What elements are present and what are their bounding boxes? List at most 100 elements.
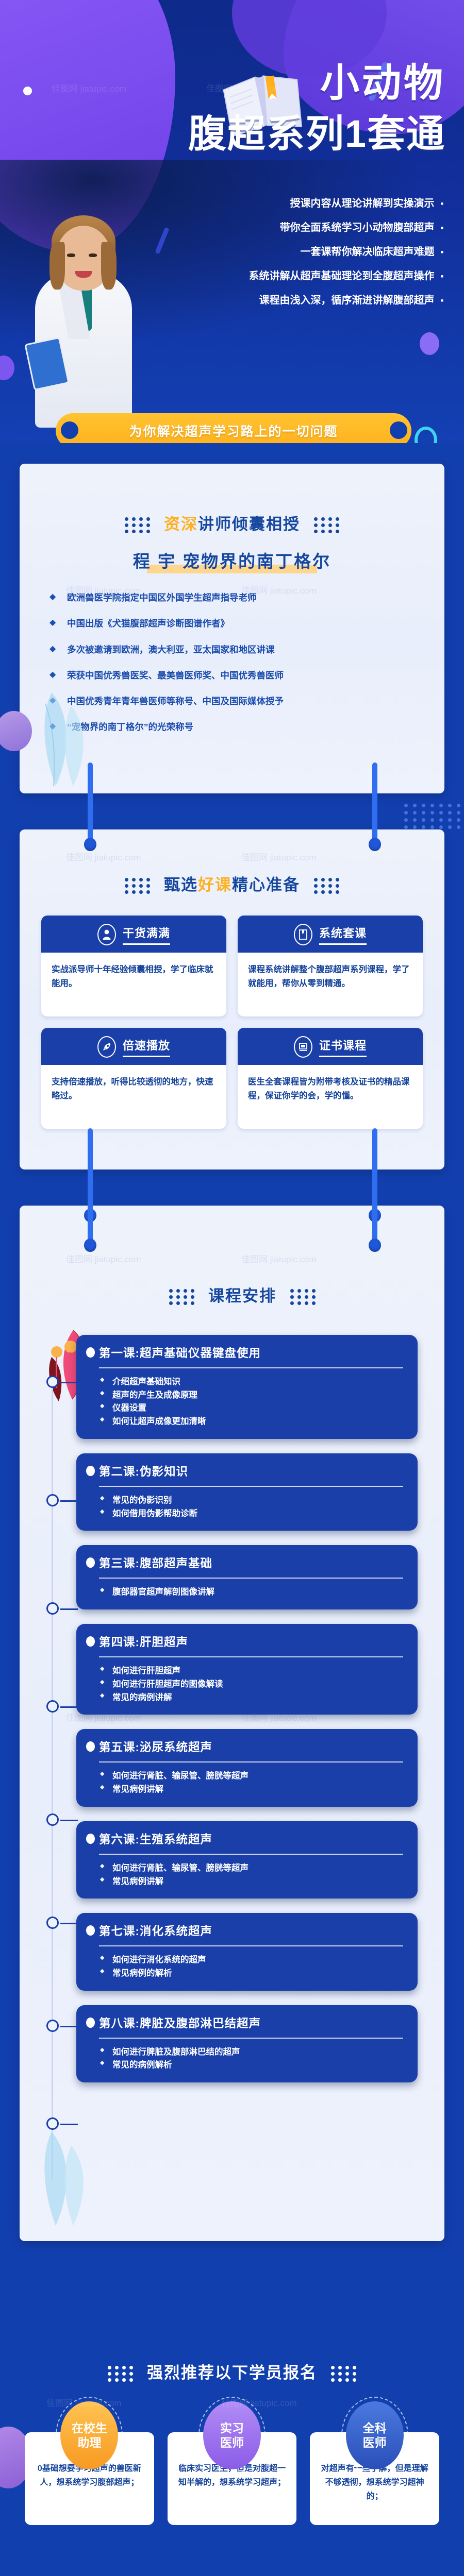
lesson-topic: 仪器设置 [99,1402,405,1415]
recommend-badge-line-1: 在校生 [71,2421,107,2435]
instructor-name-block: 程 宇 宠物界的南丁格尔 [20,548,444,573]
feature-card-text: 实战派导师十年经验倾囊相授，学了临床就能用。 [52,965,213,988]
hero-title-line-1: 小动物 [320,61,445,105]
recommend-card[interactable]: 在校生 助理 0基础想要学习超声的兽医新人，想系统学习腹部超声； [25,2397,154,2525]
lesson-card[interactable]: 第八课:脾脏及腹部淋巴结超声 如何进行脾脏及腹部淋巴结的超声 常见的病例解析 [76,2005,418,2083]
hero-title-line-2: 腹超系列1套通 [188,112,445,155]
panel-hanger-right [369,762,381,851]
lesson-title: 第六课:生殖系统超声 [99,1833,212,1846]
decorative-dots-left [169,1289,195,1306]
feature-card[interactable]: 证书课程 医生全套课程皆为附带考核及证书的精品课程，保证你学的会，学的懂。 [238,1028,423,1129]
lesson-topic: 如何进行消化系统的超声 [99,1954,405,1967]
diploma-icon [293,1036,312,1058]
feature-card[interactable]: 倍速播放 支持倍速播放，听得比较透彻的地方，快速略过。 [41,1028,226,1129]
timeline-node [46,1376,78,1388]
lesson-title: 第三课:腹部超声基础 [99,1557,212,1570]
lesson-bullet-icon [86,1465,95,1476]
lesson-card[interactable]: 第一课:超声基础仪器键盘使用 介绍超声基础知识 超声的产生及成像原理 仪器设置 … [76,1335,418,1439]
recommend-card-grid: 在校生 助理 0基础想要学习超声的兽医新人，想系统学习腹部超声； 实习 医师 临… [25,2397,439,2525]
decorative-blob-pink [0,711,32,751]
lesson-bullet-icon [86,1741,95,1752]
lesson-title: 第四课:肝胆超声 [99,1636,188,1649]
hero-highlight-item: 系统讲解从超声基础理论到全腹超声操作 [249,271,443,281]
lesson-card[interactable]: 第六课:生殖系统超声 如何进行肾脏、输尿管、膀胱等超声 常见病例讲解 [76,1821,418,1899]
recommend-section-title: 强烈推荐以下学员报名 [0,2277,464,2383]
course-timeline [52,1376,53,2179]
lesson-topic: 常见的病例解析 [99,2059,405,2072]
lesson-card[interactable]: 第三课:腹部超声基础 腹部器官超声解剖图像讲解 [76,1545,418,1610]
lesson-card[interactable]: 第五课:泌尿系统超声 如何进行肾脏、输尿管、膀胱等超声 常见病例讲解 [76,1729,418,1807]
lesson-topic-list: 如何进行肾脏、输尿管、膀胱等超声 常见病例讲解 [99,1862,405,1888]
lesson-topic: 如何进行脾脏及腹部淋巴结的超声 [99,2046,405,2059]
lesson-topic: 如何借用伪影帮助诊断 [99,1507,405,1521]
recommend-badge: 实习 医师 [198,2397,266,2474]
feature-card-title: 系统套课 [319,924,367,945]
hero-highlight-item: 课程由浅入深，循序渐进讲解腹部超声 [249,295,443,306]
instructor-photo [24,170,134,428]
lesson-topic: 介绍超声基础知识 [99,1376,405,1389]
instructor-name: 程 宇 宠物界的南丁格尔 [132,552,332,571]
hero-highlight-item: 带你全面系统学习小动物腹部超声 [249,223,443,233]
rocket-icon [97,1036,116,1058]
lesson-topic: 如何进行肝胆超声的图像解读 [99,1678,405,1691]
lesson-divider [99,1761,403,1763]
lesson-topic-list: 如何进行肾脏、输尿管、膀胱等超声 常见病例讲解 [99,1770,405,1796]
recommend-card[interactable]: 实习 医师 临床实习医生，但是对腹超一知半解的，想系统学习超声； [167,2397,297,2525]
feature-card-text: 支持倍速播放，听得比较透彻的地方，快速略过。 [52,1077,213,1100]
recommend-card[interactable]: 全科 医师 对超声有一些了解，但是理解不够透彻，想系统学习超神的； [310,2397,439,2525]
cta-notch-right [390,421,407,439]
lesson-card[interactable]: 第七课:消化系统超声 如何进行消化系统的超声 常见病例的解析 [76,1913,418,1991]
instructor-title-highlight: 资深 [164,515,198,533]
lesson-divider [99,2037,403,2039]
feature-card[interactable]: 系统套课 课程系统讲解整个腹部超声系列课程，学了就能用，帮你从零到精通。 [238,916,423,1016]
lesson-title: 第二课:伪影知识 [99,1465,188,1478]
lesson-title: 第五课:泌尿系统超声 [99,1741,212,1754]
course-section: 课程安排 第一课:超声基础仪器键盘使用 介绍超声基础知识 超声的产生及成像原理 … [20,1206,444,2241]
instructor-bio-item: 中国出版《犬猫腹部超声诊断图谱作者》 [49,617,418,630]
hero-cta-banner[interactable]: 为你解决超声学习路上的一切问题 [56,413,411,443]
hero-highlight-item: 一套课帮你解决临床超声难题 [249,247,443,257]
lesson-topic-list: 腹部器官超声解剖图像讲解 [99,1586,405,1599]
feature-card-title: 证书课程 [319,1037,367,1057]
panel-hanger-left [84,762,96,851]
lesson-divider [99,1853,403,1855]
lesson-card[interactable]: 第二课:伪影知识 常见的伪影识别 如何借用伪影帮助诊断 [76,1453,418,1531]
recommend-badge-line-2: 医师 [220,2436,244,2449]
instructor-bio-item: 欧洲兽医学院指定中国区外国学生超声指导老师 [49,591,418,604]
timeline-node [46,1602,78,1615]
lesson-topic: 常见病例的解析 [99,1967,405,1980]
instructor-bio-item: 多次被邀请到欧洲，澳大利亚，亚太国家和地区讲课 [49,643,418,656]
book-icon [293,924,312,945]
course-title-text: 课程安排 [208,1287,276,1305]
instructor-section-title: 资深讲师倾囊相授 [20,511,444,534]
recommend-badge-line-1: 全科 [362,2421,387,2435]
decorative-dots-right [290,1289,316,1306]
recommend-badge: 全科 医师 [341,2397,408,2474]
hero-highlights: 授课内容从理论讲解到实操演示 带你全面系统学习小动物腹部超声 一套课帮你解决临床… [249,198,443,319]
hero-highlight-item: 授课内容从理论讲解到实操演示 [249,198,443,209]
lesson-divider [99,1578,403,1579]
lesson-topic: 常见病例讲解 [99,1783,405,1797]
feature-card[interactable]: 干货满满 实战派导师十年经验倾囊相授，学了临床就能用。 [41,916,226,1016]
lesson-topic-list: 常见的伪影识别 如何借用伪影帮助诊断 [99,1494,405,1520]
lesson-title: 第一课:超声基础仪器键盘使用 [99,1347,261,1360]
lesson-divider [99,1945,403,1947]
hero-banner: 小动物 腹超系列1套通 授课内容从理论讲解到实操演示 带你全面系统学习小动物腹部… [0,0,464,443]
lesson-divider [99,1485,403,1487]
page-title: 小动物 腹超系列1套通 [188,64,445,158]
instructor-bio-list: 欧洲兽医学院指定中国区外国学生超声指导老师 中国出版《犬猫腹部超声诊断图谱作者》… [49,591,418,734]
decorative-ring-cyan [415,427,437,443]
timeline-node [46,1917,78,1929]
panel-hanger-right [369,1168,381,1252]
lesson-card[interactable]: 第四课:肝胆超声 如何进行肝胆超声 如何进行肝胆超声的图像解读 常见的病例讲解 [76,1624,418,1715]
decorative-dot-white [23,87,32,95]
recommend-badge-line-2: 助理 [77,2436,102,2449]
instructor-bio-item: 荣获中国优秀兽医奖、最美兽医师奖、中国优秀兽医师 [49,669,418,682]
watermark: 佳图网 jiatupic.com [241,1255,317,1264]
decorative-dots-right [313,517,339,534]
watermark: 佳图网 jiatupic.com [66,1255,141,1264]
panel-hanger-left [84,1168,96,1252]
features-section: 甄选好课精心准备 干货满满 实战派导师十年经验倾囊相授，学了临床就能用。 系统套… [20,829,444,1170]
timeline-node [46,2020,78,2032]
recommend-badge: 在校生 助理 [56,2397,123,2474]
